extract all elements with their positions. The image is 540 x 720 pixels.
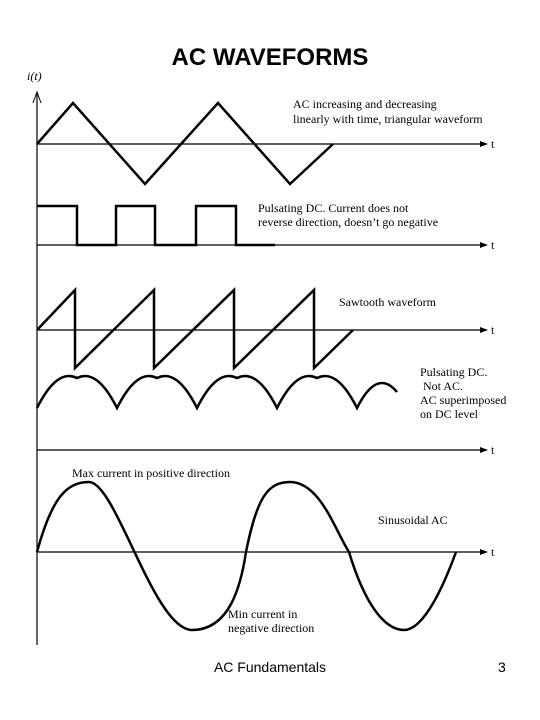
- current-axis-label: i(t): [27, 69, 42, 83]
- sawtooth-caption: Sawtooth waveform: [339, 295, 437, 309]
- time-axis-4-arrow: [480, 447, 488, 453]
- triangular-caption: AC increasing and decreasing linearly wi…: [293, 97, 483, 126]
- time-axis-1-arrow: [480, 141, 488, 147]
- time-axis-3-arrow: [480, 327, 488, 333]
- pulsating-dc-caption: Pulsating DC. Current does not reverse d…: [258, 201, 438, 229]
- triangular-waveform: [36, 101, 334, 186]
- time-label-5: t: [491, 545, 495, 559]
- ac-on-dc-waveform: [35, 374, 398, 411]
- min-current-caption: Min current in negative direction: [228, 607, 314, 635]
- page-number: 3: [498, 659, 506, 675]
- time-label-3: t: [491, 323, 495, 337]
- time-axis-2-arrow: [480, 242, 488, 248]
- footer-label: AC Fundamentals: [213, 659, 327, 675]
- pulsating-dc-waveform: [37, 204, 275, 247]
- page-title: AC WAVEFORMS: [171, 44, 369, 71]
- ac-on-dc-caption: Pulsating DC. Not AC. AC superimposed on…: [420, 365, 509, 421]
- time-label-4: t: [491, 443, 495, 457]
- sinusoidal-waveform: [35, 480, 458, 632]
- sinusoidal-caption: Sinusoidal AC: [378, 513, 448, 527]
- time-label-1: t: [491, 137, 495, 151]
- vertical-axis-arrow: [32, 90, 42, 104]
- time-axis-5-arrow: [480, 549, 488, 555]
- sawtooth-waveform: [36, 286, 354, 371]
- time-label-2: t: [491, 238, 495, 252]
- max-current-caption: Max current in positive direction: [72, 466, 230, 480]
